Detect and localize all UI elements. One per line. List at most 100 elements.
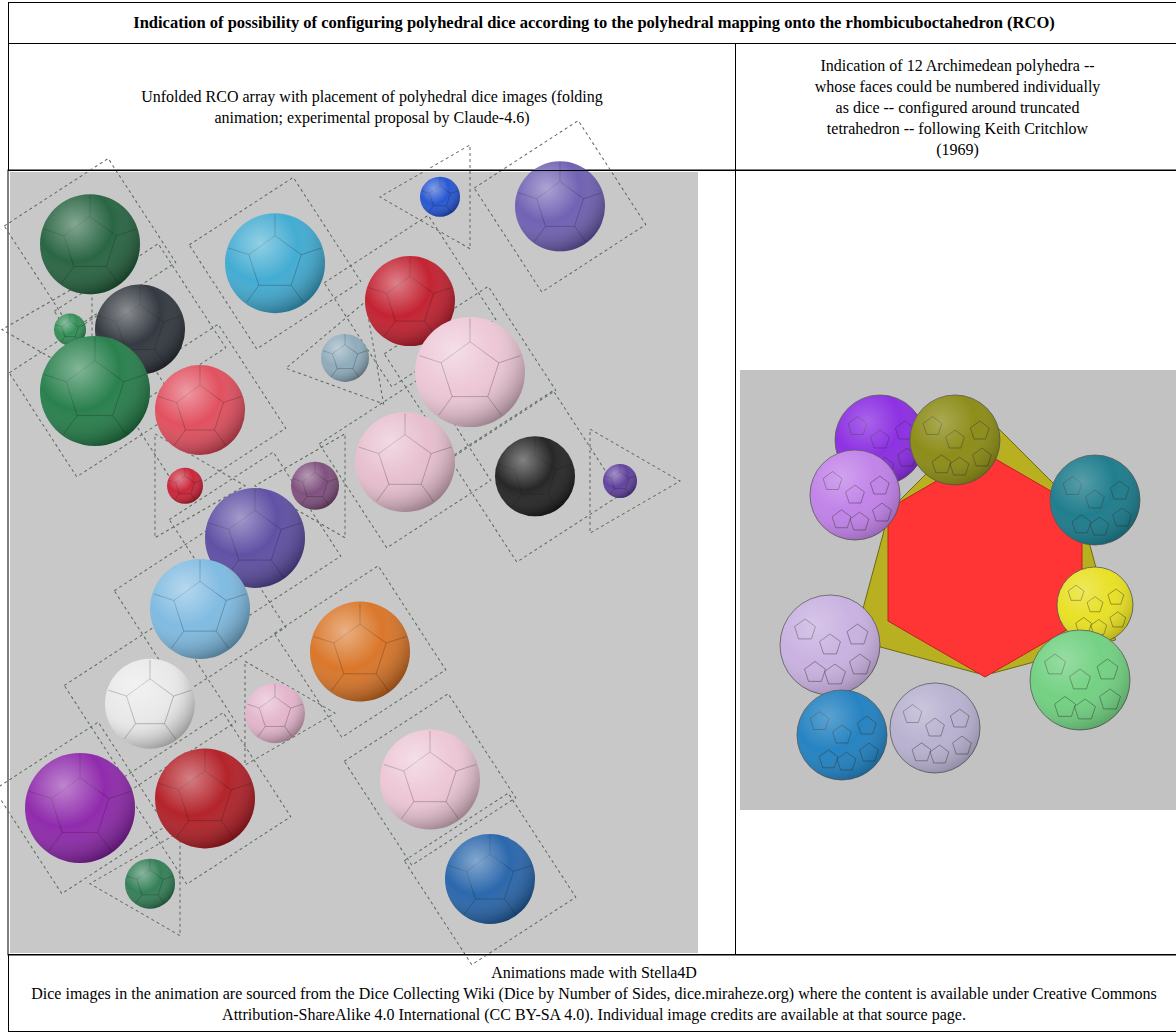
polyhedron-shading: [890, 683, 980, 773]
polyhedron-shading: [810, 450, 900, 540]
die-image: [245, 683, 305, 743]
net-square: [474, 121, 646, 293]
die-body: [225, 213, 325, 313]
net-square: [189, 177, 361, 349]
die-body: [420, 177, 460, 217]
polyhedron-body: [910, 395, 1000, 485]
die-body: [40, 194, 140, 294]
polyhedra-image-ground: [740, 370, 1176, 810]
cell-text: Unfolded RCO array with placement of pol…: [122, 86, 622, 128]
die-image: [495, 436, 575, 516]
die-body: [310, 602, 410, 702]
die-shading: [155, 365, 245, 455]
die-body: [167, 468, 203, 504]
die-body: [155, 748, 255, 848]
die-image: [25, 753, 135, 863]
die-image: [355, 412, 455, 512]
die-shading: [225, 213, 325, 313]
polyhedron-body: [1030, 630, 1130, 730]
die-body: [603, 464, 637, 498]
die-shading: [40, 194, 140, 294]
cell-text: Animations made with Stella4D: [491, 962, 697, 983]
die-image: [380, 729, 480, 829]
die-image: [40, 194, 140, 294]
table-cell: Indication of 12 Archimedean polyhedra -…: [735, 43, 1176, 171]
table-cell: Unfolded RCO array with placement of pol…: [8, 43, 736, 171]
die-shading: [445, 834, 535, 924]
die-image: [420, 177, 460, 217]
die-shading: [380, 729, 480, 829]
die-image: [415, 317, 525, 427]
die-body: [495, 436, 575, 516]
archimedean-polyhedron: [810, 450, 900, 540]
die-image: [603, 464, 637, 498]
die-shading: [25, 753, 135, 863]
die-image: [125, 859, 175, 909]
die-body: [105, 659, 195, 749]
die-body: [291, 462, 339, 510]
table-title: Indication of possibility of configuring…: [133, 13, 1054, 33]
die-body: [25, 753, 135, 863]
archimedean-polyhedron: [890, 683, 980, 773]
die-image: [40, 336, 150, 446]
die-image: [445, 834, 535, 924]
die-image: [225, 213, 325, 313]
die-image: [155, 365, 245, 455]
polyhedron-body: [780, 595, 880, 695]
die-image: [515, 161, 605, 251]
die-body: [155, 365, 245, 455]
polyhedron-shading: [1050, 455, 1140, 545]
die-shading: [310, 602, 410, 702]
die-body: [445, 834, 535, 924]
table-cell: Animations made with Stella4DDice images…: [8, 954, 1176, 1032]
die-shading: [415, 317, 525, 427]
die-image: [291, 462, 339, 510]
die-shading: [105, 659, 195, 749]
die-image: [150, 559, 250, 659]
polyhedron-shading: [1030, 630, 1130, 730]
polyhedron-shading: [910, 395, 1000, 485]
cell-text: Dice images in the animation are sourced…: [19, 983, 1169, 1025]
die-shading: [125, 859, 175, 909]
polyhedron-shading: [780, 595, 880, 695]
die-shading: [245, 683, 305, 743]
die-body: [380, 729, 480, 829]
archimedean-polyhedron: [1050, 455, 1140, 545]
die-shading: [40, 336, 150, 446]
die-image: [167, 468, 203, 504]
polyhedron-body: [810, 450, 900, 540]
die-body: [150, 559, 250, 659]
die-body: [321, 334, 369, 382]
die-shading: [321, 334, 369, 382]
table-row-border: [8, 170, 1176, 955]
die-body: [125, 859, 175, 909]
die-body: [40, 336, 150, 446]
die-body: [355, 412, 455, 512]
die-shading: [150, 559, 250, 659]
die-shading: [355, 412, 455, 512]
die-shading: [291, 462, 339, 510]
polyhedron-body: [890, 683, 980, 773]
polyhedron-body: [797, 690, 887, 780]
archimedean-polyhedron: [910, 395, 1000, 485]
die-shading: [495, 436, 575, 516]
polyhedron-body: [1050, 455, 1140, 545]
die-shading: [515, 161, 605, 251]
die-body: [415, 317, 525, 427]
die-body: [245, 683, 305, 743]
net-image-ground: [10, 172, 698, 953]
die-shading: [603, 464, 637, 498]
polyhedron-shading: [797, 690, 887, 780]
cell-text: Indication of 12 Archimedean polyhedra -…: [808, 55, 1108, 160]
die-shading: [420, 177, 460, 217]
die-image: [105, 659, 195, 749]
die-body: [515, 161, 605, 251]
archimedean-polyhedron: [797, 690, 887, 780]
archimedean-polyhedron: [780, 595, 880, 695]
title-cell: Indication of possibility of configuring…: [8, 2, 1176, 44]
die-shading: [167, 468, 203, 504]
net-triangle: [380, 145, 515, 275]
die-image: [155, 748, 255, 848]
die-shading: [155, 748, 255, 848]
